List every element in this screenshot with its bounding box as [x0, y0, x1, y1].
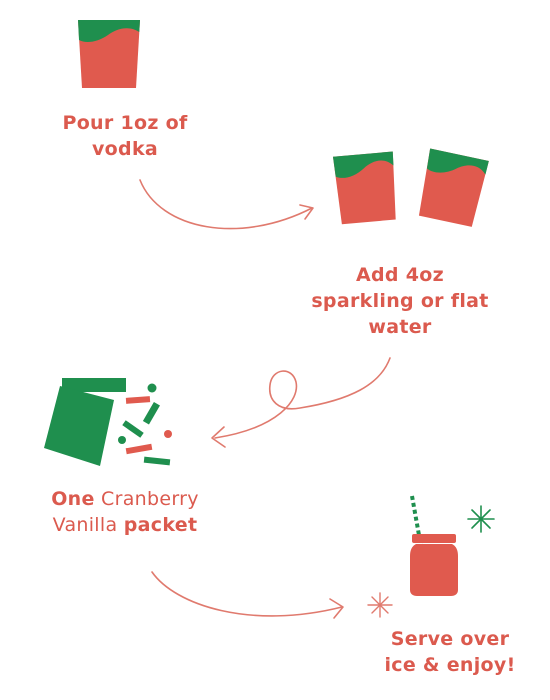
step3-text: One Cranberry Vanilla packet — [20, 486, 230, 538]
step2-line1: Add 4oz — [356, 264, 444, 286]
step3-line1: One Cranberry — [20, 486, 230, 512]
glass-icon — [78, 20, 140, 88]
step2-line3: water — [368, 316, 432, 338]
sparkle-icon — [467, 505, 495, 533]
step3-line2: Vanilla packet — [20, 512, 230, 538]
step3-line1-bold: One — [51, 488, 95, 510]
step4-line1: Serve over — [390, 628, 510, 650]
step1-line1: Pour 1oz of — [62, 112, 188, 134]
sparkle-icon — [367, 592, 393, 618]
step2-line2: sparkling or flat — [311, 290, 489, 312]
packet-ingredients-icon — [44, 378, 172, 466]
step1-line2: vodka — [92, 138, 158, 160]
step1-text: Pour 1oz of vodka — [30, 110, 220, 162]
step3-line2-normal: Vanilla — [52, 514, 118, 536]
step4-text: Serve over ice & enjoy! — [360, 626, 540, 678]
step4-line2: ice & enjoy! — [384, 654, 516, 676]
two-glasses-icon — [332, 148, 489, 227]
mason-jar-icon — [409, 495, 458, 596]
step3-line1-normal: Cranberry — [101, 488, 199, 510]
step3-line2-bold: packet — [123, 514, 198, 536]
step2-text: Add 4oz sparkling or flat water — [300, 262, 500, 340]
